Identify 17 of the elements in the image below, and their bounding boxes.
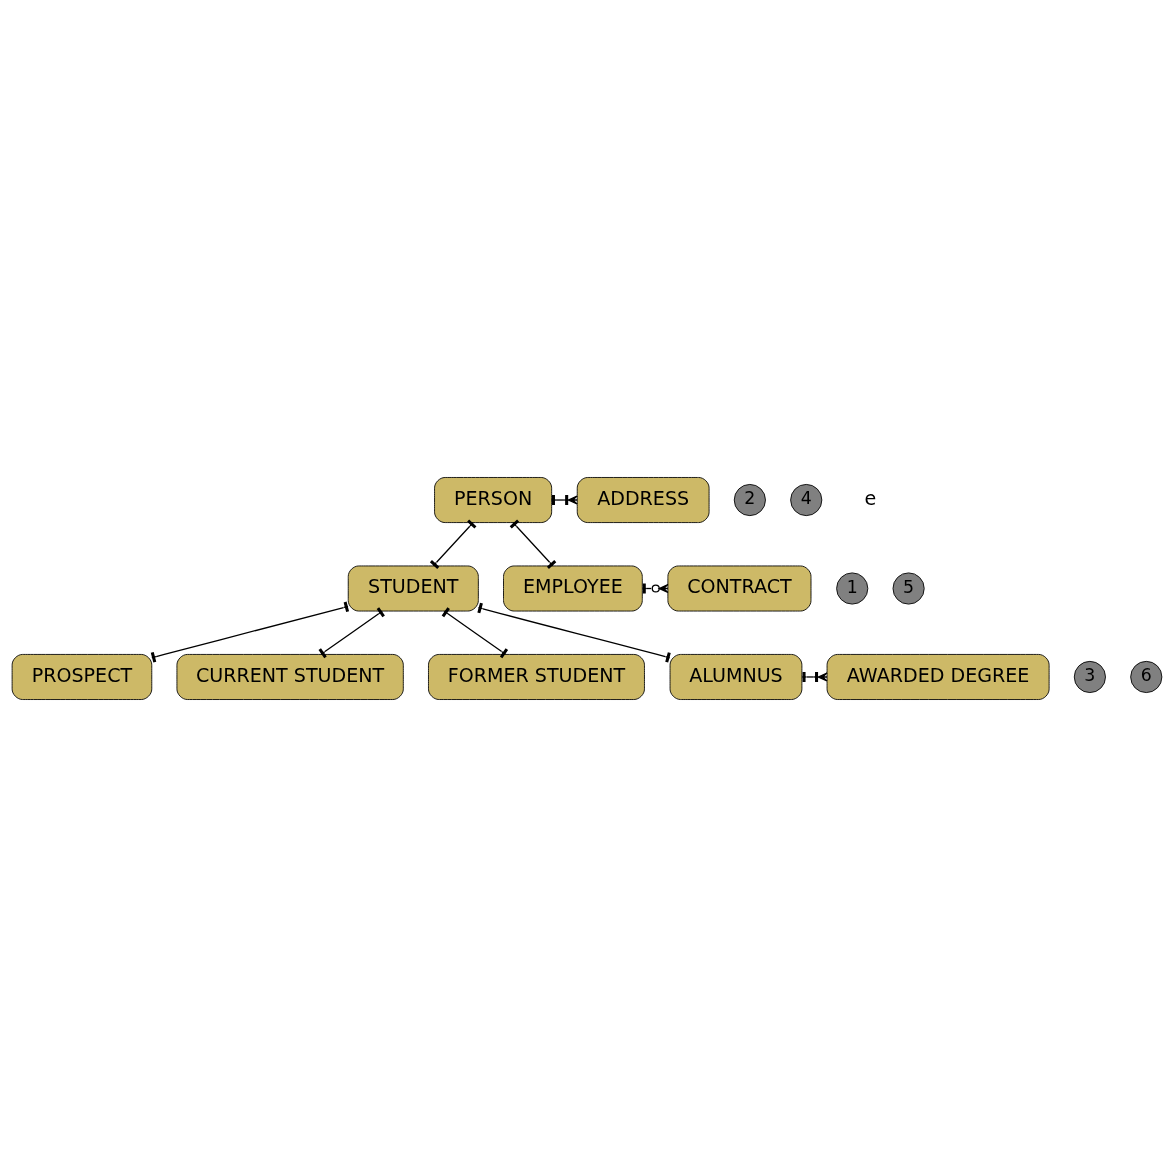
node-circle: 1 <box>836 571 869 605</box>
label: e <box>864 486 877 509</box>
node-box: STUDENT <box>347 565 479 611</box>
node-box: CONTRACT <box>667 565 812 611</box>
node-box: EMPLOYEE <box>503 565 643 611</box>
connector <box>509 519 557 569</box>
node-box: ADDRESS <box>576 476 710 523</box>
node-circle: 2 <box>733 483 766 516</box>
node-box: FORMER STUDENT <box>428 653 645 700</box>
node-box: CURRENT STUDENT <box>176 653 404 700</box>
node-circle: 3 <box>1073 660 1106 693</box>
node-box: ALUMNUS <box>669 653 803 700</box>
node-circle: 5 <box>892 571 925 605</box>
node-circle: 6 <box>1130 660 1163 693</box>
node-box: PROSPECT <box>11 653 153 700</box>
node-circle: 4 <box>790 483 823 516</box>
node-box: AWARDED DEGREE <box>826 653 1050 700</box>
